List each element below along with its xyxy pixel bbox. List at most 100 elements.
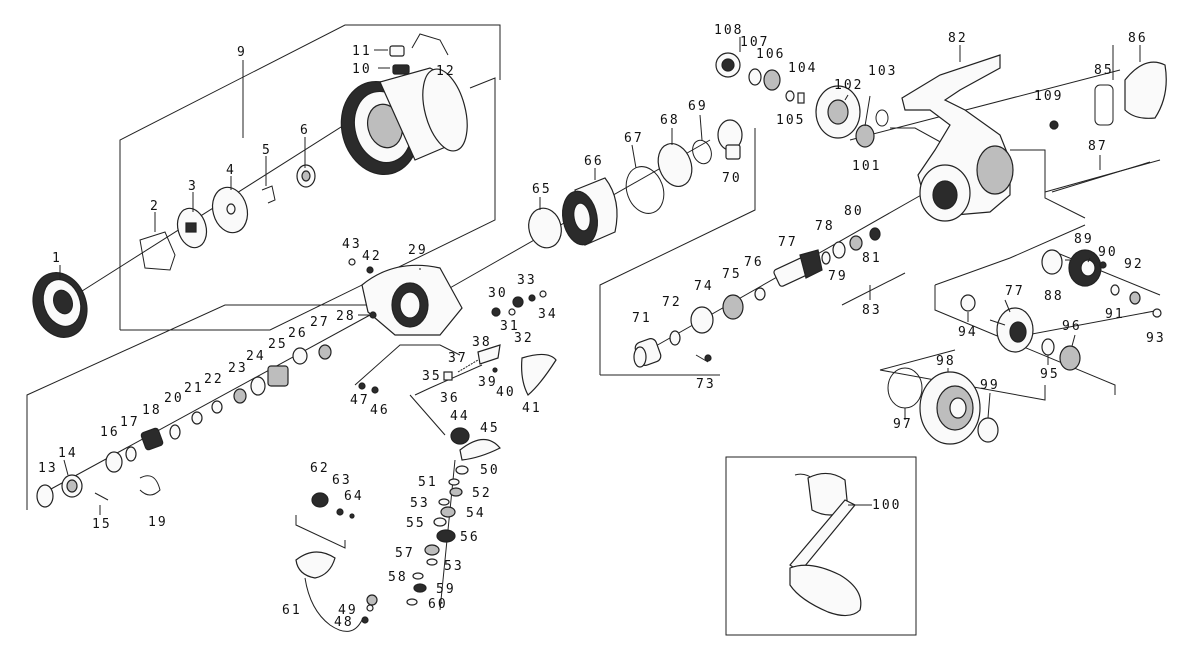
part-76-washer bbox=[754, 287, 766, 301]
part-61-bail bbox=[295, 551, 378, 632]
group-bracket-lines bbox=[26, 24, 1116, 549]
part-28-screw bbox=[369, 311, 377, 319]
label-86: 86 bbox=[1128, 31, 1148, 46]
part-number-labels: 1 2 3 4 5 6 9 10 11 12 13 14 15 16 17 18… bbox=[38, 23, 1164, 630]
label-66: 66 bbox=[584, 154, 604, 169]
label-30: 30 bbox=[488, 286, 508, 301]
label-16: 16 bbox=[100, 425, 120, 440]
label-103: 103 bbox=[868, 64, 897, 79]
part-23-bearing bbox=[233, 388, 247, 404]
label-91: 91 bbox=[1105, 307, 1125, 322]
part-18-stopper bbox=[140, 427, 164, 451]
label-14: 14 bbox=[58, 446, 78, 461]
label-99: 99 bbox=[980, 378, 1000, 393]
part-16-washer bbox=[105, 451, 123, 473]
part-19-spring bbox=[139, 475, 161, 496]
label-4: 4 bbox=[226, 163, 236, 178]
label-51: 51 bbox=[418, 475, 438, 490]
part-95-washer bbox=[1041, 338, 1055, 356]
label-63: 63 bbox=[332, 473, 352, 488]
label-104: 104 bbox=[788, 61, 817, 76]
part-44-plate bbox=[450, 427, 470, 445]
label-40: 40 bbox=[496, 385, 516, 400]
part-60-washer bbox=[406, 598, 418, 606]
label-13: 13 bbox=[38, 461, 58, 476]
part-70-collar bbox=[717, 119, 743, 160]
part-65-washer bbox=[528, 207, 562, 249]
part-15-pin bbox=[94, 492, 109, 501]
part-104-pin bbox=[797, 92, 805, 104]
part-29-rotor bbox=[361, 264, 463, 336]
label-9: 9 bbox=[237, 45, 247, 60]
part-38-bail-arm bbox=[477, 344, 501, 365]
part-53-washer-lower bbox=[426, 558, 438, 566]
label-65: 65 bbox=[532, 182, 552, 197]
part-79-washer bbox=[832, 241, 846, 259]
part-82-body-frame bbox=[901, 54, 1014, 222]
part-75-bearing bbox=[722, 294, 744, 320]
part-63-screw bbox=[336, 508, 344, 516]
part-66-bearing-housing bbox=[562, 177, 618, 246]
label-71: 71 bbox=[632, 311, 652, 326]
part-69-o-ring bbox=[692, 139, 712, 165]
part-36-holder bbox=[443, 371, 453, 381]
label-107: 107 bbox=[740, 35, 769, 50]
part-12-spring bbox=[411, 33, 449, 56]
label-56: 56 bbox=[460, 530, 480, 545]
label-47: 47 bbox=[350, 393, 370, 408]
part-57-washer bbox=[424, 544, 440, 556]
label-27: 27 bbox=[310, 315, 330, 330]
label-5: 5 bbox=[262, 143, 272, 158]
label-21: 21 bbox=[184, 381, 204, 396]
label-82: 82 bbox=[948, 31, 968, 46]
label-83: 83 bbox=[862, 303, 882, 318]
label-52: 52 bbox=[472, 486, 492, 501]
part-90-screw bbox=[1099, 261, 1107, 269]
label-45: 45 bbox=[480, 421, 500, 436]
part-52-washer bbox=[449, 487, 463, 497]
label-106: 106 bbox=[756, 47, 785, 62]
part-92-bearing bbox=[1129, 291, 1141, 305]
part-89-drive-gear bbox=[1068, 249, 1102, 287]
label-97: 97 bbox=[893, 417, 913, 432]
label-53-lower: 53 bbox=[444, 559, 464, 574]
label-102: 102 bbox=[834, 78, 863, 93]
label-3: 3 bbox=[188, 179, 198, 194]
label-19: 19 bbox=[148, 515, 168, 530]
label-33: 33 bbox=[517, 273, 537, 288]
label-15: 15 bbox=[92, 517, 112, 532]
label-12: 12 bbox=[436, 64, 456, 79]
label-81: 81 bbox=[862, 251, 882, 266]
label-57: 57 bbox=[395, 546, 415, 561]
label-10: 10 bbox=[352, 62, 372, 77]
label-64: 64 bbox=[344, 489, 364, 504]
label-77-upper: 77 bbox=[778, 235, 798, 250]
part-87-shaft bbox=[1051, 161, 1151, 193]
label-76: 76 bbox=[744, 255, 764, 270]
part-97-o-ring bbox=[887, 367, 923, 409]
label-22: 22 bbox=[204, 372, 224, 387]
part-77-gear-assembly bbox=[989, 307, 1034, 353]
label-85: 85 bbox=[1094, 63, 1114, 78]
part-27-bearing bbox=[318, 344, 332, 360]
part-21-washer bbox=[191, 411, 203, 425]
part-85-gasket bbox=[1094, 84, 1114, 126]
part-80-bearing bbox=[849, 235, 863, 251]
part-108-cap bbox=[715, 52, 741, 78]
part-17-washer bbox=[125, 446, 137, 462]
part-20-washer bbox=[169, 424, 181, 440]
label-leader-lines bbox=[59, 37, 1141, 515]
label-35: 35 bbox=[422, 369, 442, 384]
label-1: 1 bbox=[52, 251, 62, 266]
part-43-screw bbox=[348, 258, 356, 266]
label-37: 37 bbox=[448, 351, 468, 366]
label-73: 73 bbox=[696, 377, 716, 392]
part-37-spring bbox=[457, 359, 479, 373]
part-99-washer bbox=[977, 417, 999, 443]
part-81-nut bbox=[869, 227, 881, 241]
part-22-ring bbox=[211, 400, 223, 414]
label-69: 69 bbox=[688, 99, 708, 114]
part-1-drag-knob bbox=[32, 272, 88, 338]
label-88: 88 bbox=[1044, 289, 1064, 304]
part-50-washer bbox=[455, 465, 469, 475]
